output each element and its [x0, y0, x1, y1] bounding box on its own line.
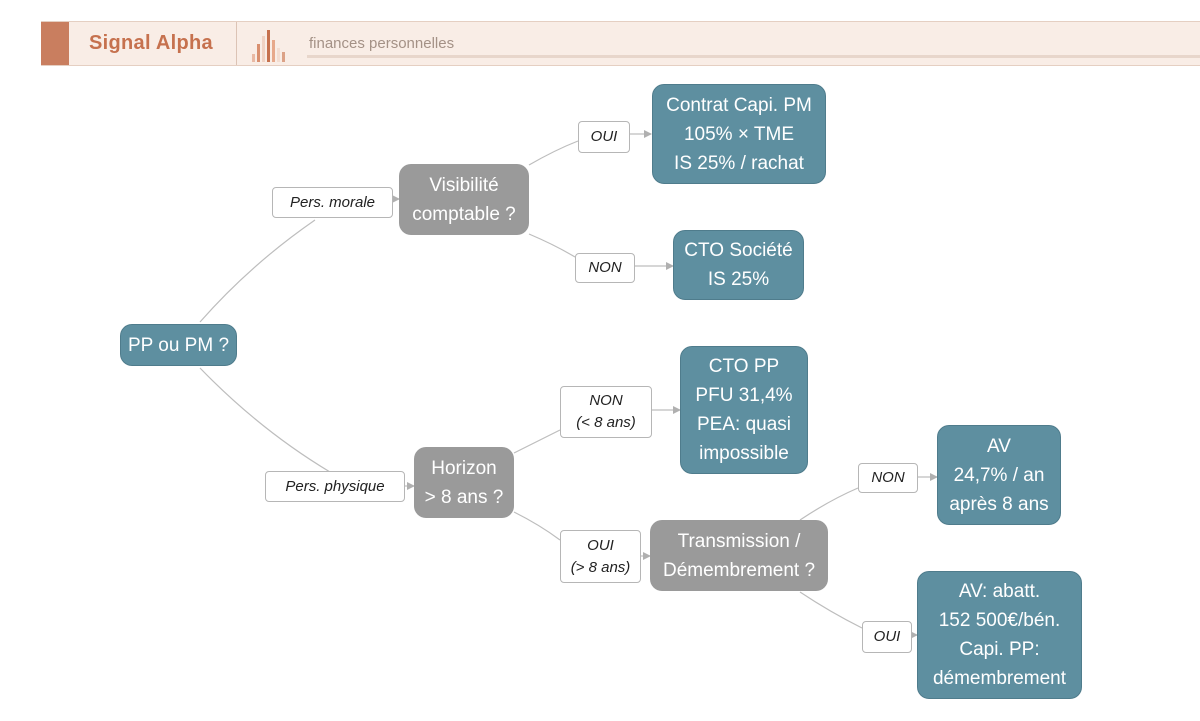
connector-root-pp	[199, 367, 331, 473]
question-visibilite-comptable[interactable]: Visibilité comptable ?	[399, 164, 529, 235]
connector-horizon-non	[513, 429, 561, 454]
edge-label-pers-morale: Pers. morale	[272, 187, 393, 218]
edge-label-oui-horizon: OUI (> 8 ans)	[560, 530, 641, 583]
brand-name[interactable]: Signal Alpha	[89, 32, 213, 54]
header-accent-bar	[41, 22, 69, 65]
answer-cto-societe[interactable]: CTO Société IS 25%	[673, 230, 804, 300]
edge-label-oui-transmission: OUI	[862, 621, 912, 653]
connector-transmission-non	[799, 487, 859, 521]
root-node[interactable]: PP ou PM ?	[120, 324, 237, 366]
answer-av[interactable]: AV 24,7% / an après 8 ans	[937, 425, 1061, 525]
answer-cto-pp[interactable]: CTO PP PFU 31,4% PEA: quasi impossible	[680, 346, 808, 474]
header-underline	[307, 55, 1200, 58]
header-tagline: finances personnelles	[309, 35, 455, 52]
edge-label-pers-physique: Pers. physique	[265, 471, 405, 502]
answer-contrat-capi-pm[interactable]: Contrat Capi. PM 105% × TME IS 25% / rac…	[652, 84, 826, 184]
connector-transmission-oui	[799, 591, 863, 629]
app-header: Signal Alpha finances personnelles	[41, 21, 1200, 66]
header-divider	[236, 22, 237, 65]
edge-label-non-horizon: NON (< 8 ans)	[560, 386, 652, 438]
edge-label-oui-pm: OUI	[578, 121, 630, 153]
bar-chart-logo-icon	[252, 30, 285, 62]
answer-av-abattement[interactable]: AV: abatt. 152 500€/bén. Capi. PP: démem…	[917, 571, 1082, 699]
question-horizon[interactable]: Horizon > 8 ans ?	[414, 447, 514, 518]
edge-label-non-transmission: NON	[858, 463, 918, 493]
connector-horizon-oui	[513, 511, 561, 541]
connector-visibilite-non	[528, 233, 576, 258]
question-transmission[interactable]: Transmission / Démembrement ?	[650, 520, 828, 591]
connector-visibilite-oui	[528, 140, 579, 166]
edge-label-non-pm: NON	[575, 253, 635, 283]
connector-root-pm	[199, 219, 316, 323]
